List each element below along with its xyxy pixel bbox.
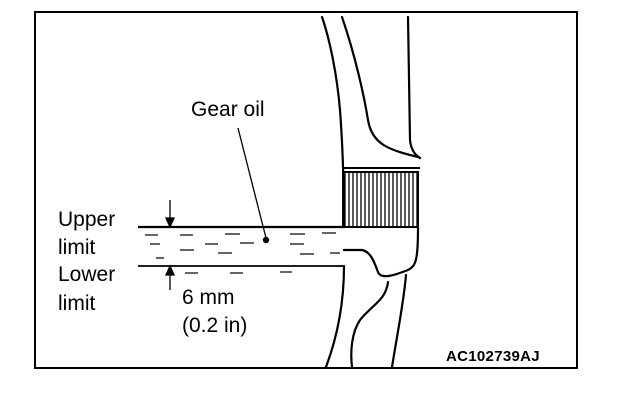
gear-oil-leader bbox=[237, 127, 270, 244]
gear-oil-label: Gear oil bbox=[191, 98, 265, 121]
dimension-label-mm: 6 mm bbox=[182, 286, 235, 309]
figure-code: AC102739AJ bbox=[446, 348, 540, 365]
lower-limit-label-line2: limit bbox=[58, 292, 96, 315]
upper-limit-label: Upper bbox=[58, 208, 116, 231]
upper-limit-label-line2: limit bbox=[58, 236, 96, 259]
dimension-arrows bbox=[164, 200, 176, 290]
oil-level-band bbox=[145, 232, 340, 274]
hatched-plug bbox=[342, 171, 419, 228]
dimension-label-in: (0.2 in) bbox=[182, 314, 248, 337]
lower-limit-label: Lower bbox=[58, 263, 116, 286]
